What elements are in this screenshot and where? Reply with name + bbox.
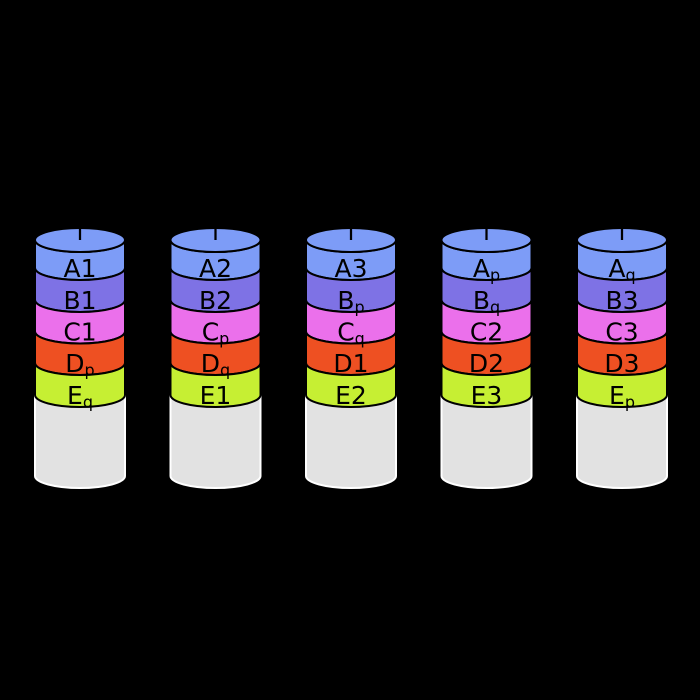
stripe-label: D1 [333,349,368,378]
stripe-label: Dp [65,349,94,380]
stripe-label: Eq [67,381,93,412]
stripe-label-subscript: q [355,329,365,348]
stripe-label-main: B [473,286,490,315]
stripe-label-main: B [337,286,354,315]
stripe-label: C1 [63,318,96,347]
stripe-label-main: E3 [471,381,503,410]
stripe-label: Bp [337,286,364,317]
stripe-label: D3 [604,349,639,378]
stripe-block [576,362,668,408]
stripe-label-subscript: p [490,266,500,285]
stripe-label: Dq [201,349,230,380]
disk-group: A1B1C1DpEqA2B2CpDqE1A3BpCqD1E2ApBqC2D2E3… [34,227,668,489]
stripe-label-main: D2 [469,349,504,378]
stripe-label-subscript: q [220,361,230,380]
stripe-label: Bq [473,286,500,317]
stripe-label: B3 [605,286,638,315]
stripe-label-subscript: q [83,393,93,412]
stripe-label-main: D1 [333,349,368,378]
stripe-label-main: C3 [605,318,638,347]
stripe-label: Aq [608,254,635,285]
stripe-label: A3 [334,254,367,283]
stripe-label-main: C [202,318,219,347]
stripe-label: D2 [469,349,504,378]
stripe-label-main: E [609,381,625,410]
stripe-label-main: C [337,318,354,347]
stripe-block [440,362,533,408]
stripe-block [169,362,262,408]
stripe-label-main: B2 [199,286,232,315]
stripe-block [34,362,126,408]
stripe-label: B1 [63,286,96,315]
stripe-label-main: A [473,254,490,283]
stripe-label-subscript: p [355,298,365,317]
stripe-label-main: A2 [199,254,232,283]
stripe-label: C3 [605,318,638,347]
stripe-label: A1 [63,254,96,283]
stripe-label-main: E2 [335,381,367,410]
stripe-label-main: D3 [604,349,639,378]
stripe-label-main: A3 [334,254,367,283]
stripe-label: E2 [335,381,367,410]
stripe-label: E1 [200,381,232,410]
stripe-label-main: D [65,349,84,378]
stripe-label: Ep [609,381,635,412]
stripe-label: E3 [471,381,503,410]
stripe-label-main: D [201,349,220,378]
stripe-label: C2 [470,318,503,347]
stripe-label: Cq [337,318,365,349]
stripe-label-subscript: p [85,361,95,380]
stripe-label-main: E1 [200,381,232,410]
stripe-label-main: A [608,254,625,283]
stripe-label-subscript: p [625,393,635,412]
stripe-label: A2 [199,254,232,283]
stripe-label: Cp [202,318,230,349]
stripe-label-main: B1 [63,286,96,315]
stripe-label-subscript: q [625,266,635,285]
stripe-label-main: A1 [63,254,96,283]
stripe-label-subscript: p [219,329,229,348]
stripe-label-main: E [67,381,83,410]
stripe-label-main: C1 [63,318,96,347]
stripe-label: B2 [199,286,232,315]
stripe-label-subscript: q [490,298,500,317]
stripe-label-main: B3 [605,286,638,315]
stripe-label-main: C2 [470,318,503,347]
stripe-label: Ap [473,254,500,285]
stripe-block [305,362,397,408]
